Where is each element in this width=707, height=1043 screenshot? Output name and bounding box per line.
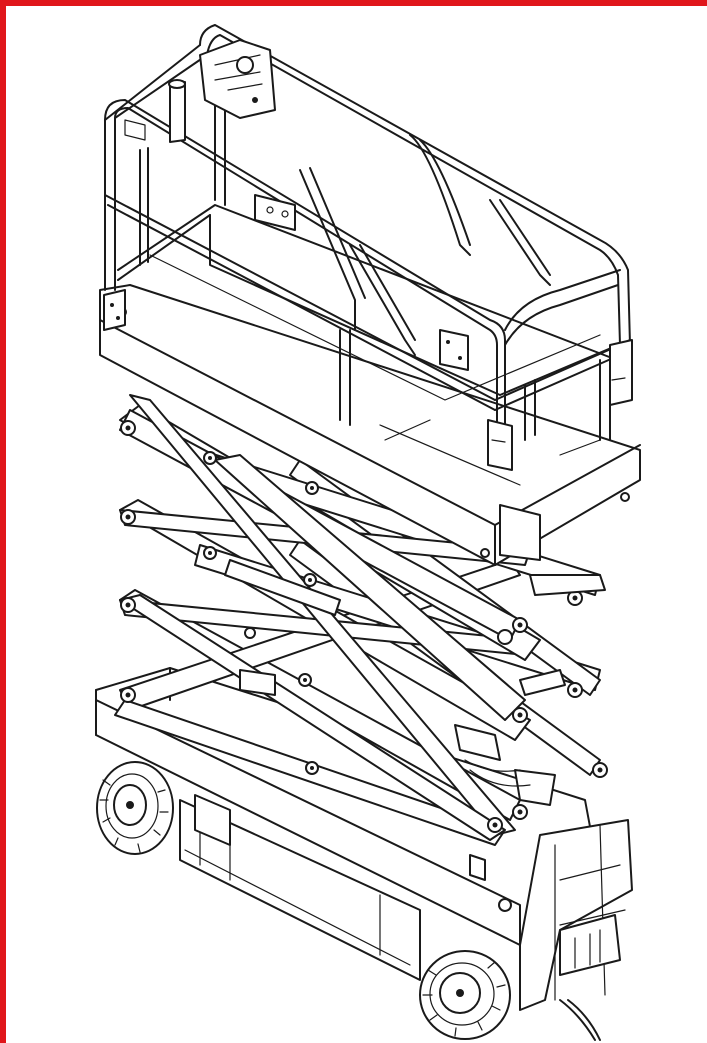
- lift-cylinder: [224, 559, 606, 881]
- front-left-wheel: [96, 761, 174, 855]
- red-left-border: [0, 0, 6, 1043]
- pivot-pins: [120, 420, 608, 912]
- red-top-border: [0, 0, 707, 6]
- guardrails: [104, 24, 631, 486]
- rear-right-wheel: [419, 950, 511, 1040]
- deck-end-plates: [487, 339, 633, 471]
- platform-deck: [99, 284, 641, 566]
- scissor-stack: [114, 394, 601, 846]
- control-box: [124, 39, 296, 231]
